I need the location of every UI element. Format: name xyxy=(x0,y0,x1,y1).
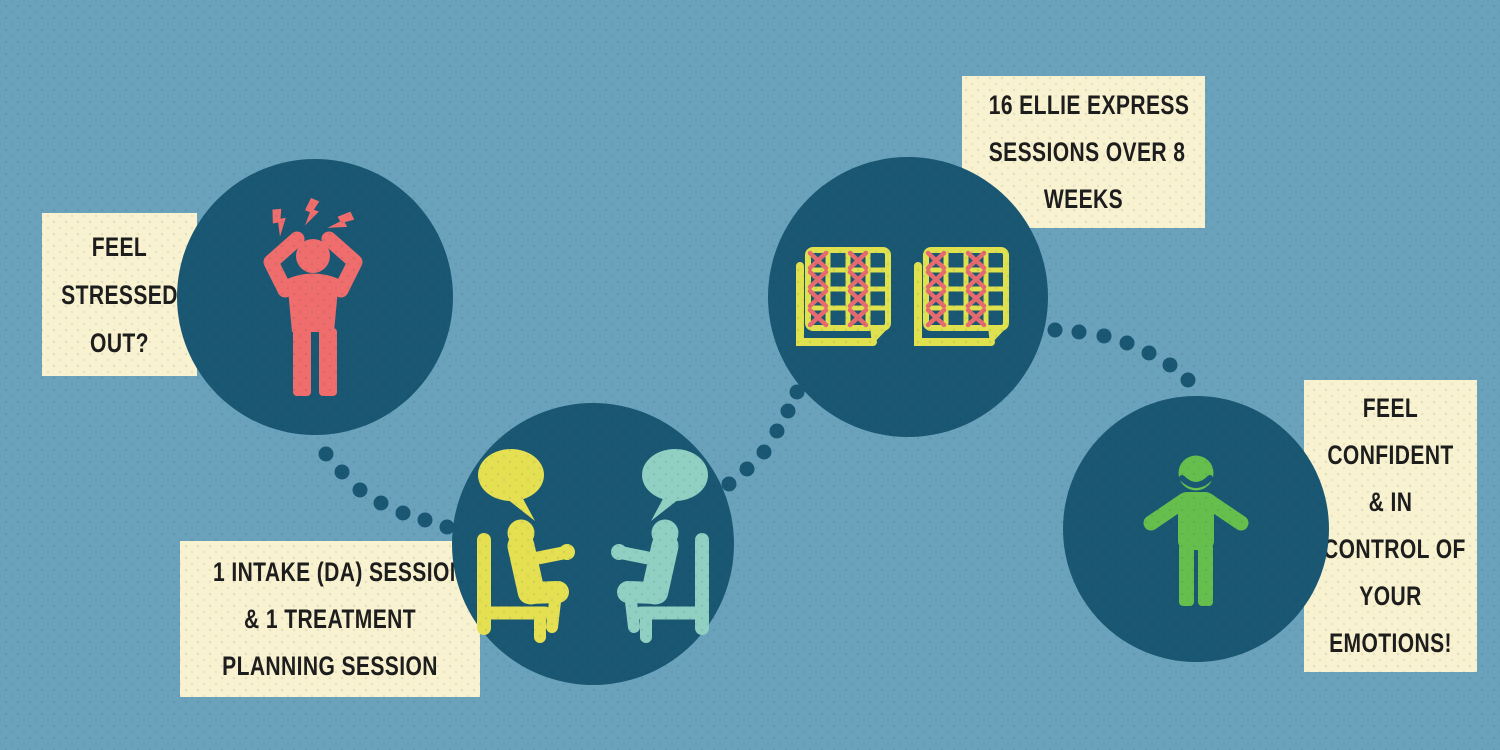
therapist-figure xyxy=(477,449,575,637)
confident-person-icon xyxy=(1143,455,1249,606)
label-line: CONTROL OF xyxy=(1323,534,1466,564)
label-line: YOUR xyxy=(1359,581,1422,611)
calendar-sheet xyxy=(800,250,890,345)
stressed-person-icon xyxy=(263,197,363,396)
label-line: STRESSED xyxy=(61,279,178,310)
step-circle-session xyxy=(452,403,734,685)
calendar-icon xyxy=(793,246,1023,350)
label-line: OUT? xyxy=(90,327,149,358)
label-line: FEEL xyxy=(91,231,148,262)
label-line: & 1 TREATMENT xyxy=(244,603,416,634)
label-line: 1 INTAKE (DA) SESSION xyxy=(213,556,466,587)
label-line: 16 ELLIE EXPRESS xyxy=(988,89,1190,120)
label-line: SESSIONS OVER 8 xyxy=(988,136,1186,167)
label-line: CONFIDENT xyxy=(1327,440,1454,470)
label-line: PLANNING SESSION xyxy=(222,650,438,681)
step-circle-stressed xyxy=(177,159,453,435)
label-feel-stressed: FEEL STRESSED OUT? xyxy=(42,213,197,376)
label-line: & IN xyxy=(1368,487,1413,517)
step-circle-confident xyxy=(1063,396,1329,662)
label-intake-session: 1 INTAKE (DA) SESSION & 1 TREATMENT PLAN… xyxy=(180,541,480,697)
label-feel-confident: FEEL CONFIDENT & IN CONTROL OF YOUR EMOT… xyxy=(1304,380,1477,672)
counseling-session-icon xyxy=(463,443,723,648)
label-line: FEEL xyxy=(1362,393,1419,423)
step-circle-calendar xyxy=(768,157,1048,437)
calendar-sheet xyxy=(918,250,1008,345)
label-line: EMOTIONS! xyxy=(1329,628,1452,658)
label-line: WEEKS xyxy=(1043,183,1124,214)
client-figure xyxy=(611,449,709,637)
